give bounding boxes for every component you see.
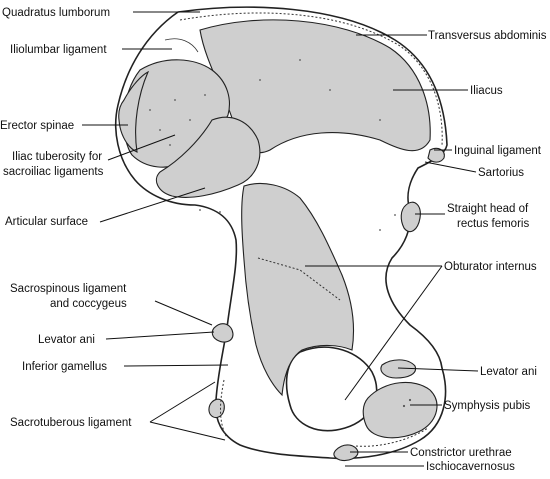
stipple-dot [204,94,206,96]
leader-obturator-internus-2 [344,265,443,401]
iliolumbar-ridge [164,38,199,53]
leader-iliac-tuberosity [107,134,176,161]
obturator-foramen [285,346,378,432]
label-erector-spinae: Erector spinae [0,120,74,132]
ischial-line [220,379,227,437]
constrictor-urethrae-area [333,444,359,462]
label-obturator-internus: Obturator internus [444,261,537,273]
leader-levator-ani-left [105,331,215,340]
label-constrictor-urethrae: Constrictor urethrae [410,447,512,459]
label-iliacus: Iliacus [470,85,503,97]
symphysis-pubis-area [362,381,438,439]
stipple-dot [174,99,176,101]
pubic-line [355,427,429,447]
label-levator-ani-left: Levator ani [38,334,95,346]
label-ischiocavernosus: Ischiocavernosus [426,461,515,473]
sacrotuberous-area [208,398,225,419]
stipple-dot [199,209,201,211]
label-sacrospinous-1: Sacrospinous ligament [10,283,127,295]
boundary-lines [164,12,443,447]
label-sartorius: Sartorius [478,167,524,179]
label-inguinal-ligament: Inguinal ligament [454,145,542,157]
label-transversus-abdominis: Transversus abdominis [428,30,547,42]
leader-sacrotuberous-1 [149,381,216,423]
leader-levator-ani-right [397,367,479,372]
obturator-line [257,257,341,301]
stipple-dot [379,119,381,121]
leader-inferior-gamellus [123,364,229,367]
sartorius-area [427,147,445,163]
label-sacrospinous-2: and coccygeus [50,298,127,310]
label-rectus-femoris-2: rectus femoris [457,218,529,230]
leader-sacrospinous [154,300,213,326]
articular-surface-area [155,116,261,198]
obturator-internus-area [241,182,355,397]
label-iliac-tuberosity-2: sacroiliac ligaments [3,166,104,178]
stipple-dot [408,398,412,402]
label-levator-ani-right: Levator ani [480,366,537,378]
levator-ani-left-area [211,323,234,343]
stipple-dot [189,119,191,121]
stipple-dot [394,214,396,216]
stipple-dot [159,129,161,131]
label-iliolumbar-ligament: Iliolumbar ligament [10,44,107,56]
stipple-dot [329,89,331,91]
label-sacrotuberous: Sacrotuberous ligament [10,417,132,429]
stipple-dot [379,229,381,231]
stipple-texture [149,59,412,408]
levator-ani-right-area [380,359,417,379]
attachment-areas [118,19,445,462]
labels: Quadratus lumborum Iliolumbar ligament E… [0,7,547,473]
stipple-dot [149,109,151,111]
label-quadratus-lumborum: Quadratus lumborum [2,7,110,19]
stipple-dot [259,79,261,81]
stipple-dot [169,144,171,146]
leader-sacrotuberous-2 [149,421,226,441]
stipple-dot [299,59,301,61]
leader-articular-surface [99,187,206,223]
label-articular-surface: Articular surface [5,216,88,228]
leader-lines [82,11,479,467]
label-symphysis-pubis: Symphysis pubis [444,400,531,412]
erector-spinae-area [118,70,150,153]
label-rectus-femoris-1: Straight head of [447,203,529,215]
rectus-femoris-area [400,201,421,233]
label-iliac-tuberosity-1: Iliac tuberosity for [12,151,102,163]
stipple-dot [402,404,406,408]
label-inferior-gamellus: Inferior gamellus [22,361,107,373]
leader-sartorius [424,161,477,173]
stipple-dot [219,211,221,213]
